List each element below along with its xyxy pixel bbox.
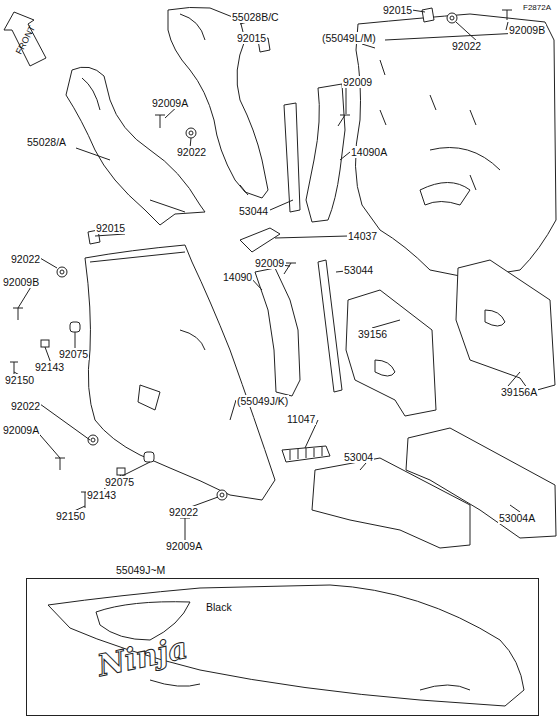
callout-number: 92009 <box>254 257 285 269</box>
callout-number: 55028B/C <box>231 11 280 23</box>
callout-number: 92075 <box>104 476 135 488</box>
fasteners-stroke <box>144 452 154 462</box>
fasteners-stroke <box>13 263 296 530</box>
fasteners-stroke <box>70 322 80 332</box>
callout-number: 14090A <box>350 146 388 158</box>
part-number: 55049J~M <box>115 564 166 576</box>
fasteners-stroke <box>189 131 193 135</box>
inset-cowling <box>48 585 524 706</box>
fasteners <box>10 8 512 530</box>
callout-number: 55028/A <box>26 136 67 148</box>
brackets-stroke <box>318 260 342 392</box>
brackets-stroke <box>240 228 280 252</box>
callout-number: 39156 <box>357 328 388 340</box>
pads <box>282 260 556 548</box>
front-arrow <box>4 12 46 66</box>
callout-number: 92009A <box>2 424 40 436</box>
pads-stroke <box>456 260 555 392</box>
fasteners-stroke <box>217 490 227 500</box>
fasteners-stroke <box>57 267 67 277</box>
fasteners-stroke <box>117 468 125 475</box>
callout-number: (55049J/K) <box>236 395 289 407</box>
color-note: Black <box>205 601 233 613</box>
callout-number: 92015 <box>236 32 267 44</box>
fasteners-stroke <box>186 128 196 138</box>
inset-cowling-stroke <box>48 585 524 706</box>
pads-stroke <box>282 446 330 462</box>
fasteners-stroke <box>450 16 454 20</box>
front-arrow-stroke <box>4 12 46 66</box>
inset-cowling-stroke <box>150 680 470 690</box>
callout-number: 53004 <box>343 451 374 463</box>
side-cowling-lower-stroke <box>90 252 205 410</box>
callout-number: 92022 <box>10 253 41 265</box>
side-cowling-lower <box>85 245 275 500</box>
fasteners-stroke <box>220 493 224 497</box>
callout-number: 92009B <box>2 276 40 288</box>
callout-number: 92009B <box>508 24 546 36</box>
fasteners-stroke <box>447 13 457 23</box>
callout-number: 92143 <box>86 489 117 501</box>
side-cowling-lower-stroke <box>85 245 275 500</box>
fasteners-stroke <box>155 10 512 128</box>
brackets-stroke <box>284 103 300 212</box>
callout-number: 92150 <box>4 374 35 386</box>
callout-number: 92009 <box>342 76 373 88</box>
leader-lines-stroke <box>14 10 520 540</box>
inset-box: 55049J~MBlackNinja <box>26 578 539 716</box>
callout-number: 92022 <box>176 146 207 158</box>
callout-number: F2872A <box>522 2 552 14</box>
fasteners-stroke <box>88 8 434 244</box>
callout-number: 53044 <box>343 264 374 276</box>
pads-stroke <box>375 360 395 376</box>
pads-stroke <box>346 290 436 416</box>
callout-number: 92022 <box>168 506 199 518</box>
callout-number: 14037 <box>347 230 378 242</box>
callout-number: 53004A <box>498 512 536 524</box>
callout-number: 92022 <box>10 400 41 412</box>
callout-number: 53044 <box>238 205 269 217</box>
callout-number: 92022 <box>451 40 482 52</box>
callout-number: 92143 <box>34 361 65 373</box>
pads-stroke <box>406 428 556 538</box>
callout-number: 92150 <box>55 510 86 522</box>
leader-lines <box>14 10 520 540</box>
pads-stroke <box>485 310 505 326</box>
fasteners-stroke <box>91 438 95 442</box>
fasteners-stroke <box>41 340 49 347</box>
callout-number: 11047 <box>286 413 316 425</box>
callout-number: 92009A <box>151 97 189 109</box>
callout-number: 92015 <box>95 222 126 234</box>
brackets <box>240 84 345 396</box>
callout-number: 39156A <box>500 386 538 398</box>
brackets-stroke <box>306 84 345 222</box>
fasteners-stroke <box>60 270 64 274</box>
callout-number: (55049L/M) <box>321 32 377 44</box>
side-cowling-upper-stroke <box>380 32 540 205</box>
brackets-stroke <box>255 268 300 396</box>
callout-number: 92009A <box>165 540 203 552</box>
callout-number: 92075 <box>58 348 89 360</box>
callout-number: 14090 <box>222 271 253 283</box>
logo-text: Ninja <box>94 630 190 683</box>
callout-number: 92015 <box>382 4 413 16</box>
